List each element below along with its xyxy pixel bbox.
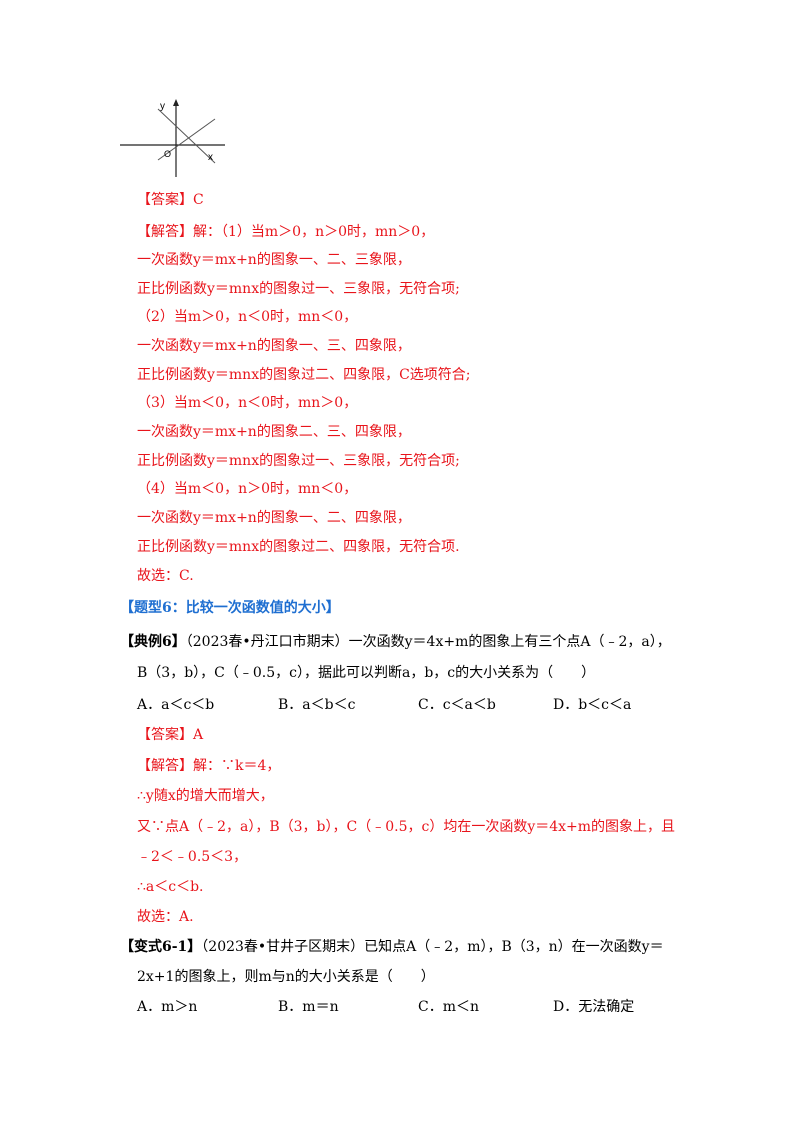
example-text-2: B（3，b），C（﹣0.5，c），据此可以判断a，b，c的大小关系为（ ）: [137, 665, 596, 681]
option-c: C．m＜n: [418, 999, 480, 1015]
solution-line: 故选：C.: [137, 568, 194, 584]
x-axis-label: x: [208, 152, 213, 163]
variant-text-2: 2x+1的图象上，则m与n的大小关系是（ ）: [137, 969, 435, 985]
variant-label: 【变式6-1】: [120, 939, 202, 955]
option-c: C．c＜a＜b: [418, 697, 496, 713]
solution-line: 正比例函数y＝mnx的图象过二、四象限，无符合项.: [137, 539, 460, 555]
solution-line: 一次函数y＝mx+n的图象一、二、四象限，: [137, 510, 411, 526]
origin-label: O: [164, 149, 171, 159]
option-b: B．m＝n: [278, 999, 339, 1015]
variant-text: （2023春•甘井子区期末）已知点A（﹣2，m），B（3，n）在一次函数y＝: [201, 939, 664, 955]
solution-line: 一次函数y＝mx+n的图象一、三、四象限，: [137, 338, 411, 354]
solution-line: 一次函数y＝mx+n的图象二、三、四象限，: [137, 424, 411, 440]
solution-line: 故选：A.: [137, 909, 194, 925]
solution-line: （3）当m＜0，n＜0时，mn＞0，: [137, 395, 358, 411]
variant-6-1-header: 【变式6-1】（2023春•甘井子区期末）已知点A（﹣2，m），B（3，n）在一…: [120, 937, 664, 957]
option-b: B．a＜b＜c: [278, 697, 356, 713]
example-label: 【典例6】: [120, 634, 186, 650]
answer-line: 【答案】A: [137, 727, 204, 743]
option-a: A．a＜c＜b: [137, 697, 215, 713]
solution-line: 正比例函数y＝mnx的图象过二、四象限，C选项符合;: [137, 367, 471, 383]
solution-line: ∴y随x的增大而增大，: [137, 788, 274, 804]
answer-line: 【答案】C: [137, 192, 204, 208]
solution-line: 【解答】解：（1）当m＞0，n＞0时，mn＞0，: [137, 224, 435, 240]
solution-line: ∴a＜c＜b.: [137, 879, 204, 895]
coordinate-figure: y x O: [120, 99, 225, 177]
option-d: D．无法确定: [553, 999, 635, 1015]
line-2: [157, 118, 216, 161]
example-6-header: 【典例6】（2023春•丹江口市期末）一次函数y＝4x+m的图象上有三个点A（﹣…: [120, 632, 671, 652]
solution-line: 又∵点A（﹣2，a），B（3，b），C（﹣0.5，c）均在一次函数y＝4x+m的…: [137, 819, 676, 835]
solution-line: ﹣2＜﹣0.5＜3，: [137, 849, 248, 865]
solution-line: 【解答】解：∵k＝4，: [137, 758, 281, 774]
solution-line: （2）当m＞0，n＜0时，mn＜0，: [137, 309, 358, 325]
y-axis-arrow: [173, 99, 179, 106]
line-1: [157, 108, 216, 164]
section-title: 【题型6：比较一次函数值的大小】: [120, 600, 340, 616]
example-text: （2023春•丹江口市期末）一次函数y＝4x+m的图象上有三个点A（﹣2，a），: [185, 634, 671, 650]
solution-line: 一次函数y＝mx+n的图象一、二、三象限，: [137, 252, 411, 268]
option-a: A．m＞n: [137, 999, 198, 1015]
option-d: D．b＜c＜a: [553, 697, 632, 713]
solution-line: 正比例函数y＝mnx的图象过一、三象限，无符合项;: [137, 281, 460, 297]
solution-line: （4）当m＜0，n＞0时，mn＜0，: [137, 481, 358, 497]
solution-line: 正比例函数y＝mnx的图象过一、三象限，无符合项;: [137, 453, 460, 469]
y-axis-label: y: [160, 101, 165, 112]
